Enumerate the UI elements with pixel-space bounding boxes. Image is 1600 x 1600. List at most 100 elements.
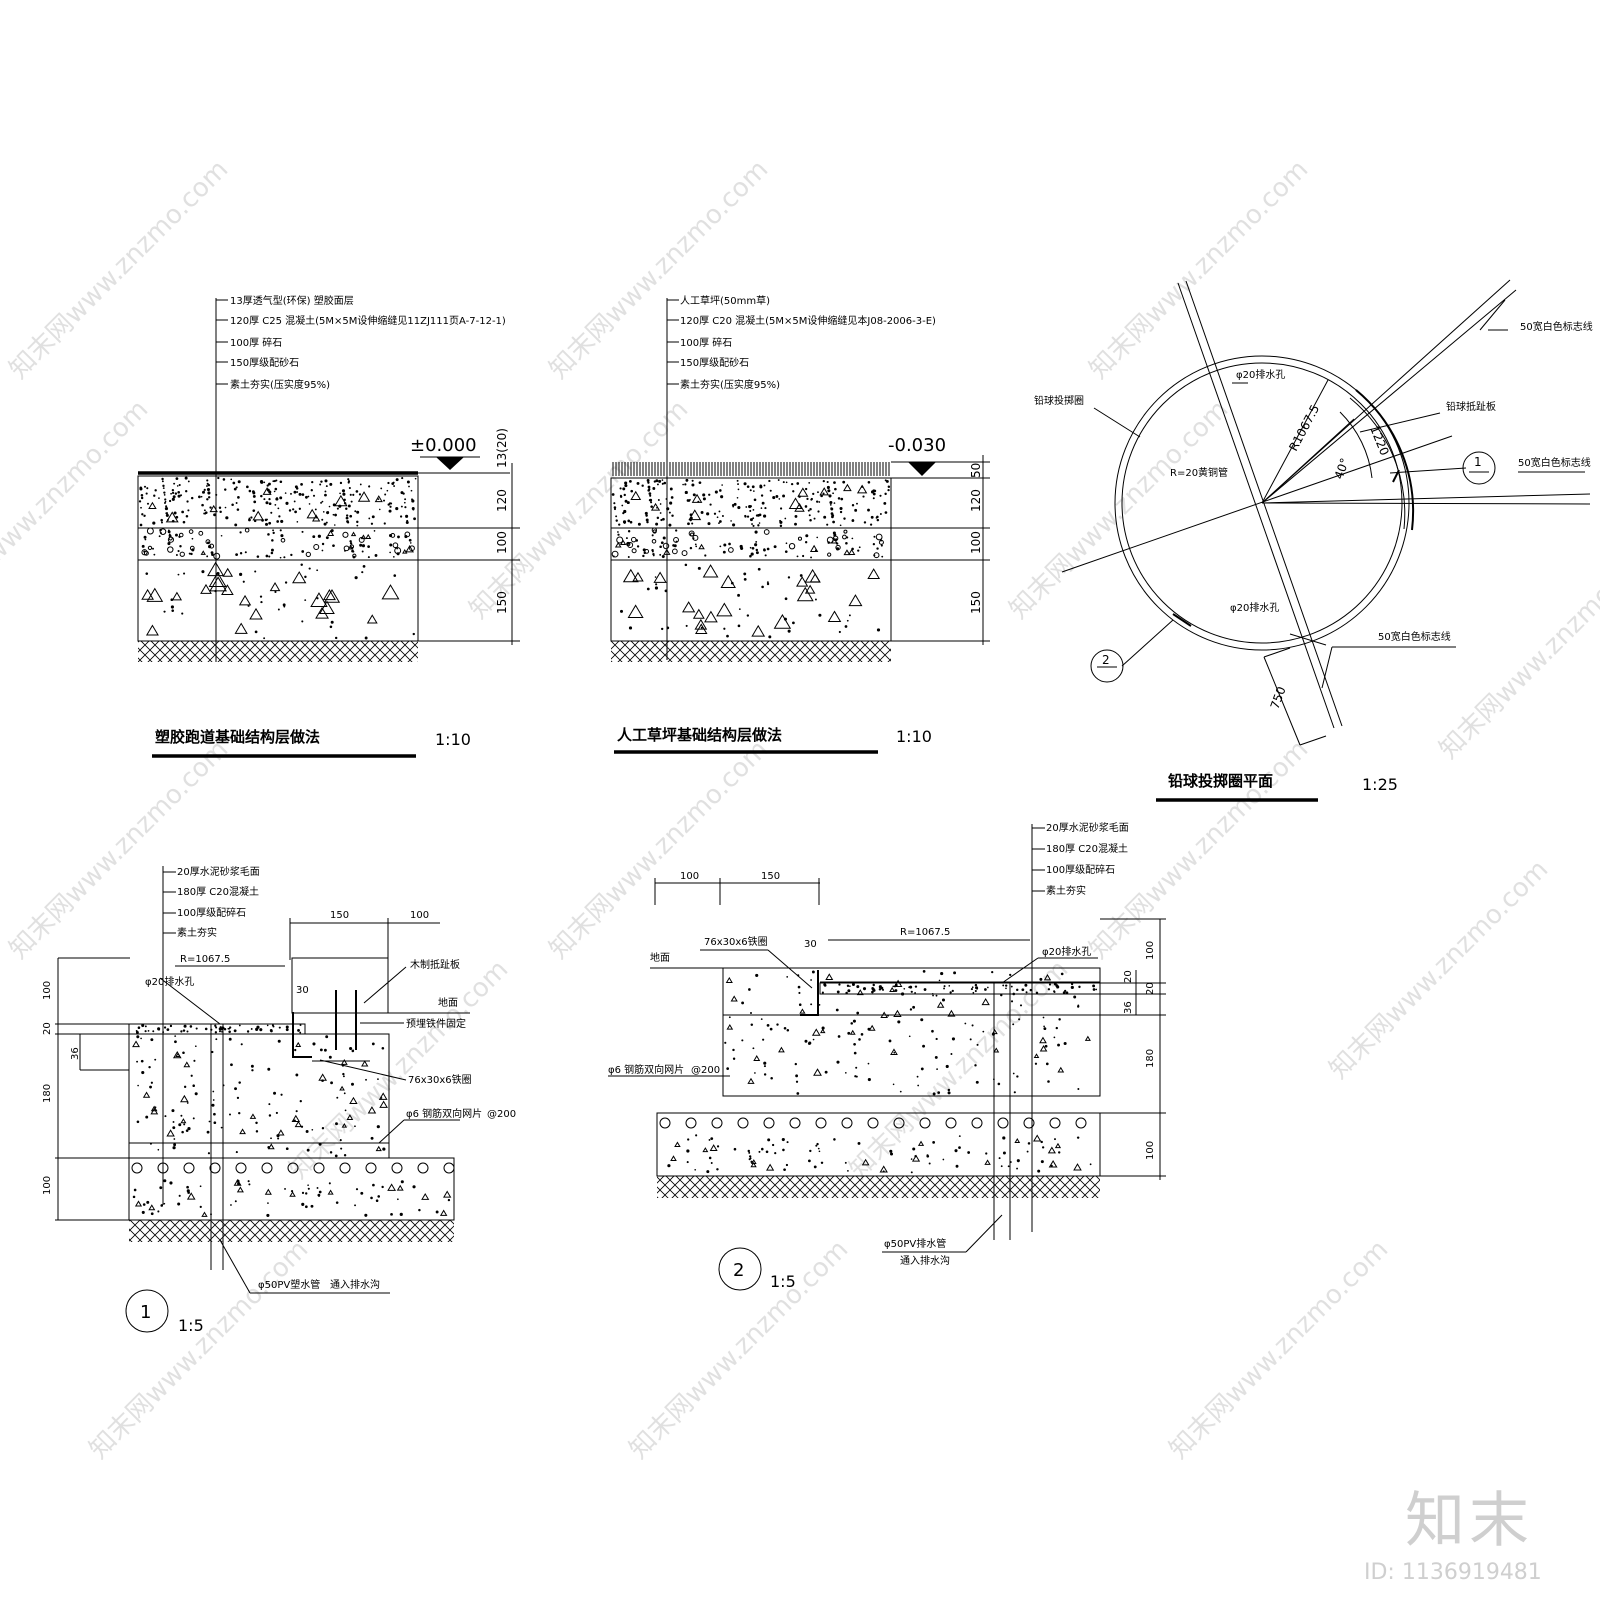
dim-label: 150 [495,591,509,614]
dim-label: 150 [761,871,780,882]
scale-label: 1:25 [1362,775,1398,794]
layer-label: 13厚透气型(环保) 塑胶面层 [230,294,354,307]
scale-label: 1:5 [178,1316,204,1335]
layer-label: 素土夯实(压实度95%) [230,378,330,391]
label-white-line: 50宽白色标志线 [1518,456,1591,469]
scale-label: 1:5 [770,1272,796,1291]
layer-label: 素土夯实(压实度95%) [680,378,780,391]
layer-label: 180厚 C20混凝土 [1046,842,1128,855]
watermark-text: 知末网www.znzmo.com [844,954,1075,1185]
layer-label: 100厚 碎石 [680,336,732,349]
dim-label: 150 [330,910,349,921]
layer-label: 150厚级配砂石 [680,356,749,369]
watermark-text: 知末网www.znzmo.com [284,954,515,1185]
dim-label: 120 [495,489,509,512]
layer-label: 180厚 C20混凝土 [177,885,259,898]
label-center: R=20黄铜管 [1170,466,1228,479]
dim-label: 100 [410,910,429,921]
label-drain: φ20排水孔 [145,975,194,988]
section-2: 20厚水泥砂浆毛面 180厚 C20混凝土 100厚级配碎石 素土夯实 100 … [608,821,1166,1291]
label-toe-board: 铅球抵趾板 [1446,400,1496,413]
layer-label: 20厚水泥砂浆毛面 [1046,821,1129,834]
layer-label: 100厚级配碎石 [1046,863,1115,876]
label-mesh-spacing: @200 [691,1065,720,1076]
section-number: 1 [140,1302,151,1323]
detail-title: 人工草坪基础结构层做法 [617,726,782,744]
label-pipe: φ50PV排水管 [884,1237,946,1250]
dim-label: 100 [42,981,53,1000]
dim-label: 20 [1123,970,1134,983]
label-embed: 预埋铁件固定 [406,1017,466,1030]
elevation-label: ±0.000 [410,435,477,456]
detail-title: 铅球投掷圈平面 [1168,772,1273,790]
dim-label: 100 [1145,941,1156,960]
dim-label: 36 [70,1047,81,1060]
watermark-text: 知末网www.znzmo.com [1084,154,1315,385]
label-toe-board: 木制抵趾板 [410,958,460,971]
watermark-text: 知末网www.znzmo.com [0,394,154,625]
layer-label: 素土夯实 [1046,884,1086,897]
dim-label: 100 [42,1176,53,1195]
label-ground: 地面 [438,996,458,1009]
label-drain-bottom: φ20排水孔 [1230,601,1279,614]
dim-label: 180 [1145,1049,1156,1068]
label-drain: φ20排水孔 [1042,945,1091,958]
watermark-text: 知末网www.znzmo.com [1004,394,1235,625]
detail-artificial-turf: 人工草坪(50mm草) 120厚 C20 混凝土(5M×5M设伸缩缝见本J08-… [610,294,990,754]
scale-label: 1:10 [896,727,932,746]
label-radius: R1067.5 [1286,402,1322,453]
dim-label: 150 [969,591,983,614]
scale-label: 1:10 [435,730,471,749]
label-ground: 地面 [650,951,670,964]
label-drain-top: φ20排水孔 [1236,368,1285,381]
image-id: ID: 1136919481 [1364,1560,1542,1585]
layer-label: 人工草坪(50mm草) [680,294,770,307]
layer-label: 素土夯实 [177,926,217,939]
watermark-text: 知末网www.znzmo.com [544,154,775,385]
detail-title: 塑胶跑道基础结构层做法 [155,728,320,746]
section-marker: 2 [1102,653,1110,667]
label-mesh: φ6 钢筋双向网片 [406,1107,482,1120]
dim-label: 36 [1123,1001,1134,1014]
dim-label: 50 [969,463,983,478]
section-marker: 1 [1474,455,1482,469]
dim-label: 20 [1145,982,1156,995]
watermark-text: 知末网www.znzmo.com [1164,1234,1395,1465]
dim-label: 180 [42,1084,53,1103]
section-1: 20厚水泥砂浆毛面 180厚 C20混凝土 100厚级配碎石 素土夯实 150 … [42,865,516,1335]
layer-label: 120厚 C20 混凝土(5M×5M设伸缩缝见本J08-2006-3-E) [680,314,936,327]
label-pipe: φ50PV塑水管 [258,1278,320,1291]
label-white-line: 50宽白色标志线 [1378,630,1451,643]
label-mesh-spacing: @200 [487,1109,516,1120]
dim-label: 100 [969,531,983,554]
detail-plastic-track: 13厚透气型(环保) 塑胶面层 120厚 C25 混凝土(5M×5M设伸缩缝见1… [137,294,520,758]
material-hatching [131,476,1098,1218]
layer-label: 120厚 C25 混凝土(5M×5M设伸缩缝见11ZJ111页A-7-12-1) [230,314,506,327]
layer-label: 100厚级配碎石 [177,906,246,919]
brand-logo: 知末 [1405,1486,1533,1556]
dim-label: 20 [42,1022,53,1035]
label-dim-750: 750 [1268,685,1289,711]
label-pipe-to: 通入排水沟 [330,1278,380,1291]
dim-label: 100 [1145,1141,1156,1160]
section-number: 2 [733,1260,744,1281]
label-circle: 铅球投掷圈 [1034,394,1084,407]
label-angle-iron: 76x30x6铁圈 [704,935,768,948]
dim-label: 100 [680,871,699,882]
dim-label: 30 [804,939,817,950]
label-angle: 40° [1332,456,1352,481]
layer-label: 20厚水泥砂浆毛面 [177,865,260,878]
dim-label: 120 [969,489,983,512]
layer-label: 100厚 碎石 [230,336,282,349]
label-white-line: 50宽白色标志线 [1520,320,1593,333]
watermark-text: 知末网www.znzmo.com [84,1234,315,1465]
layer-label: 150厚级配砂石 [230,356,299,369]
label-radius: R=1067.5 [900,927,950,938]
label-mesh: φ6 钢筋双向网片 [608,1063,684,1076]
dim-label: 100 [495,531,509,554]
elevation-label: -0.030 [888,435,946,456]
dim-label: 30 [296,985,309,996]
label-angle-iron: 76x30x6铁圈 [408,1073,472,1086]
